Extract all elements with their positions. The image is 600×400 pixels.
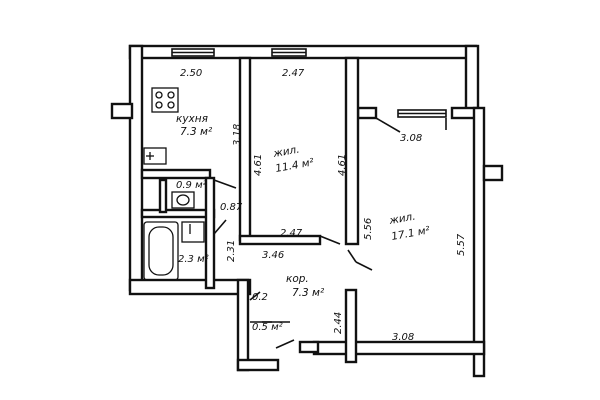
bathtub-icon [143,221,179,281]
windows [171,48,447,118]
dim-living1-right: 4.61 [337,154,348,176]
closet-a-area: 0.2 [252,292,268,303]
walls [110,44,504,378]
dim-kitchen-width: 2.50 [180,68,202,79]
stove-icon [151,87,179,113]
dim-bath-depth: 2.31 [226,240,237,262]
kitchen-name: кухня [176,113,208,125]
washbasin-icon [181,221,205,243]
living1-name: жил. [271,144,300,161]
dim-living1-top: 2.47 [282,68,305,79]
dim-living2-bottom: 3.08 [392,332,414,343]
dim-wc-width: 0.87 [220,202,243,213]
dim-living2-top: 3.08 [400,133,422,144]
corridor-name: кор. [286,273,309,285]
bath-area: 2.3 м² [178,254,209,265]
dim-living1-bottom: 2.47 [280,228,303,239]
dim-corridor-width: 2.44 [333,312,344,334]
dim-kitchen-depth: 3.18 [232,124,243,146]
dim-corridor-length: 3.46 [262,250,284,261]
toilet-icon [171,191,195,209]
dim-living1-left: 4.61 [253,154,264,176]
doors [213,117,447,349]
living1-area: 11.4 м² [274,156,315,175]
living2-area: 17.1 м² [390,224,431,243]
wc-area: 0.9 м² [176,180,207,191]
living2-name: жил. [387,211,416,228]
closet-b-area: 0.5 м² [252,322,283,333]
dim-living2-right: 5.57 [456,233,467,256]
dim-living2-left: 5.56 [363,218,374,240]
kitchen-sink-icon [143,147,167,165]
kitchen-area: 7.3 м² [180,126,213,138]
corridor-area: 7.3 м² [292,287,325,299]
